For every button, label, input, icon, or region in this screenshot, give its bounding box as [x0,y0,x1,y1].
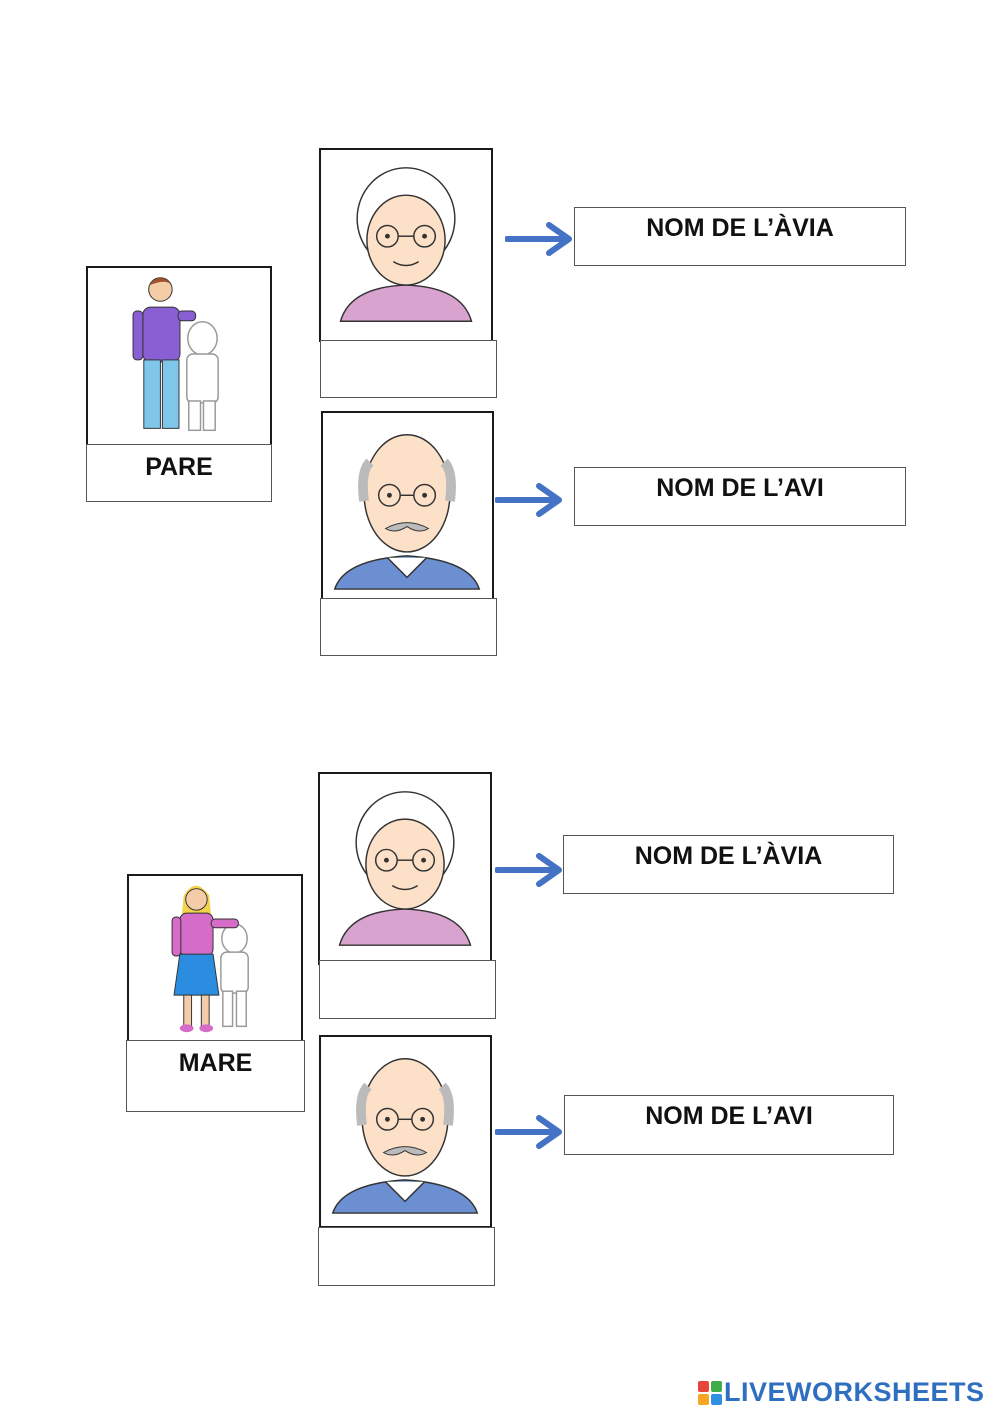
grandfather-name-label: NOM DE L’AVI [645,1102,813,1130]
parent-label-box: PARE [86,444,272,502]
grandmother-name-label: NOM DE L’ÀVIA [634,842,823,870]
liveworksheets-logo [698,1381,722,1405]
grandmother-picture [319,148,493,342]
grandfather-answer-field[interactable] [320,598,497,656]
arrow-right-icon [495,1114,565,1150]
father-child-picture [86,266,272,446]
grandfather-name-label: NOM DE L’AVI [656,474,824,502]
grandmother-answer-field[interactable] [320,340,497,398]
arrow-right-icon [495,852,565,888]
arrow-right-icon [505,221,575,257]
grandfather-picture [319,1035,492,1228]
parent-label: PARE [145,453,213,481]
logo-icon [698,1381,722,1405]
grandmother-picture [318,772,492,965]
grandfather-answer-field[interactable] [318,1227,495,1286]
liveworksheets-brand: LIVEWORKSHEETS [724,1377,985,1408]
parent-label: MARE [178,1049,253,1077]
parent-label-box: MARE [126,1040,305,1112]
grandmother-name-box: NOM DE L’ÀVIA [574,207,906,266]
grandfather-name-box: NOM DE L’AVI [564,1095,894,1155]
grandfather-picture [321,411,494,603]
mother-child-picture [127,874,303,1042]
arrow-right-icon [495,482,565,518]
grandfather-name-box: NOM DE L’AVI [574,467,906,526]
brand-text: LIVEWORKSHEETS [724,1377,985,1407]
grandmother-name-box: NOM DE L’ÀVIA [563,835,894,894]
grandmother-name-label: NOM DE L’ÀVIA [646,214,834,242]
grandmother-answer-field[interactable] [319,960,496,1019]
